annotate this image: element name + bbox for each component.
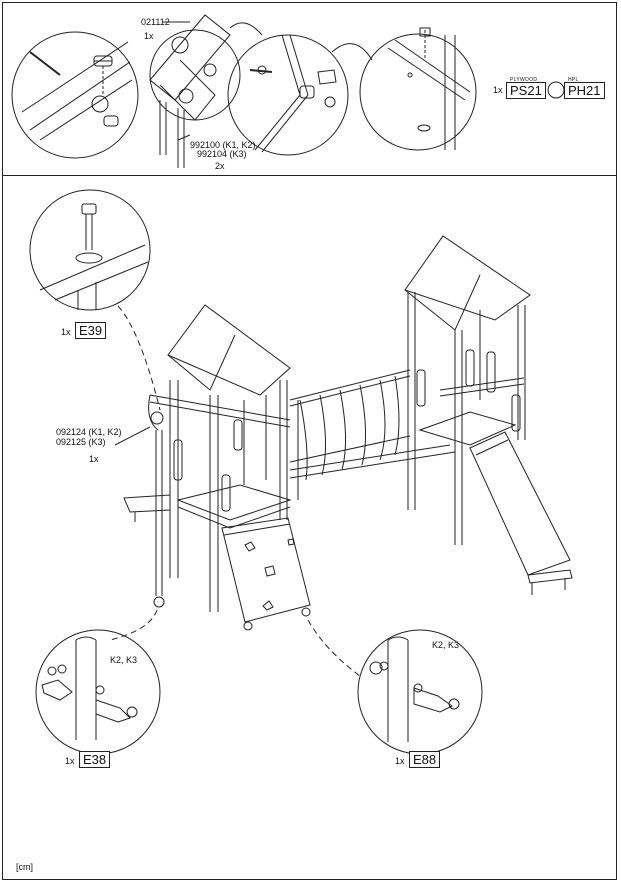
part-number-092124: 092124 (K1, K2) [56,427,122,437]
detail-circle-e39 [29,189,151,311]
hpl-code-box: PH21 [564,82,605,99]
part-number-992100: 992100 (K1, K2) [190,140,256,150]
e88-code-box: E88 [409,751,441,768]
e38-code-box: E38 [79,751,111,768]
right-tower [404,235,531,545]
e39-code-box: E39 [75,322,107,339]
left-tower [148,304,292,612]
plywood-code-box: PS21 [506,82,546,99]
qty-092124: 1x [89,454,99,464]
detail-circle-post-fitting [359,27,477,151]
section-divider [2,175,617,176]
left-slide [123,494,171,513]
qty-992100: 2x [215,161,225,171]
kits-right-detail: K2, K3 [432,640,460,650]
detail-circle-bolt [227,34,349,156]
lower-pole [150,411,165,608]
board-qty: 1x [493,85,503,95]
part-number-021112: 021112 [141,17,170,27]
e38-qty: 1x [65,756,75,766]
e39-qty: 1x [61,327,71,337]
kits-left-detail: K2, K3 [110,655,138,665]
hpl-board-icon [547,81,565,99]
detail-circle-pole-cap [11,31,139,159]
detail-circle-e38 [35,629,161,755]
right-slide [469,431,573,595]
e88-qty: 1x [395,756,405,766]
hpl-label: HPL [568,77,579,83]
detail-circle-e88 [357,629,483,755]
part-number-992104: 992104 (K3) [197,149,247,159]
qty-021112: 1x [144,31,154,41]
part-number-092125: 092125 (K3) [56,437,106,447]
detail-bracket-assembly [149,14,241,168]
plywood-label: PLYWOOD [510,77,538,83]
climbing-wall [221,517,311,631]
rope-bridge [289,369,456,500]
unit-label: [cm] [16,862,33,872]
